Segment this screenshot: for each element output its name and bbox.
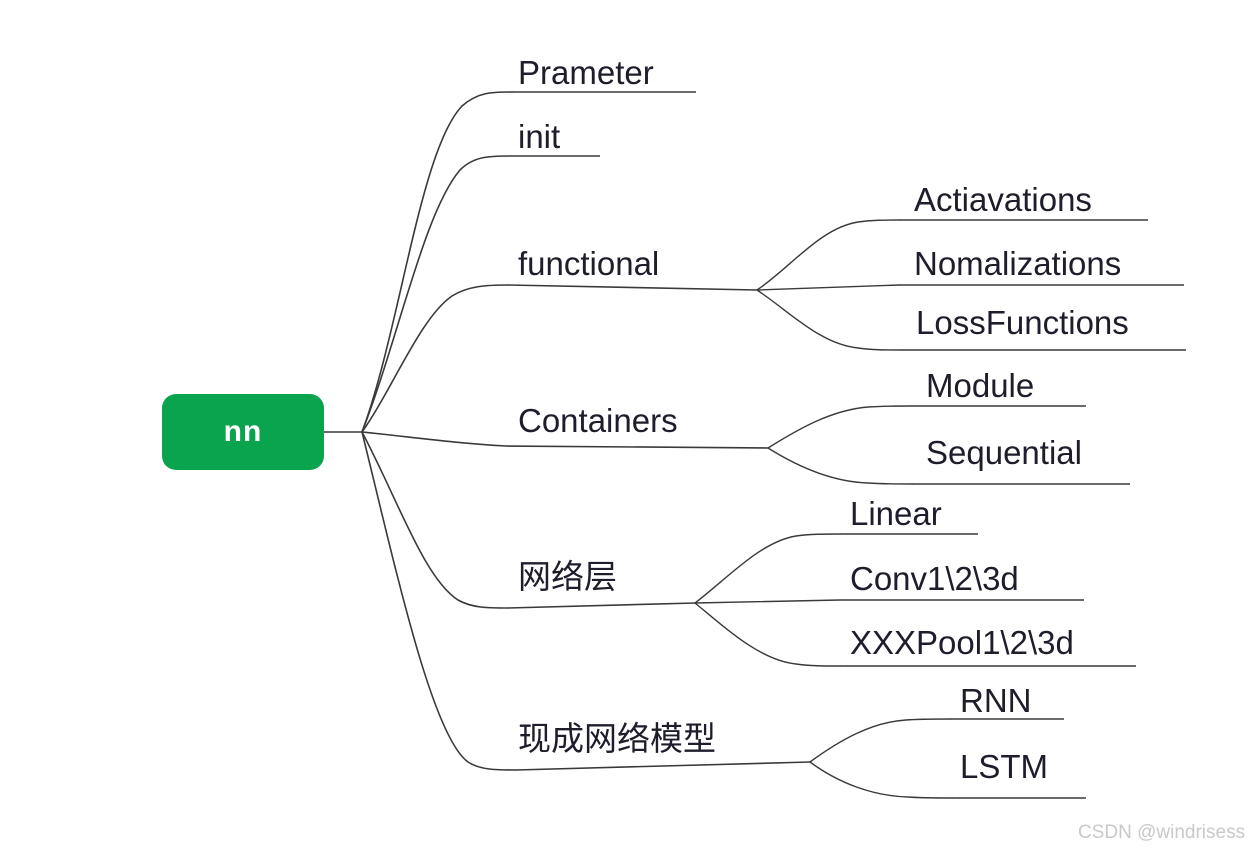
edge-network-pool [694,602,841,667]
node-conv[interactable]: Conv1\2\3d [850,560,1019,597]
node-lossfunctions[interactable]: LossFunctions [916,304,1129,341]
edge-models-lstm [809,761,953,799]
node-init[interactable]: init [518,118,561,155]
edge-models-rnn [809,718,951,763]
edge-root-containers [361,431,507,447]
node-network-layers[interactable]: 网络层 [518,558,617,595]
node-sequential[interactable]: Sequential [926,434,1082,471]
edge-network-linear [694,533,841,604]
node-actiavations[interactable]: Actiavations [914,181,1092,218]
rule-containers [505,445,769,449]
node-lstm[interactable]: LSTM [960,748,1049,785]
edge-functional-lossfunctions [756,289,903,351]
edge-root-network-layers [361,431,509,609]
root-node-nn[interactable]: nn [162,394,324,470]
node-pool[interactable]: XXXPool1\2\3d [850,624,1074,661]
rule-functional [507,284,758,291]
root-node-label: nn [223,415,263,448]
edge-root-pretrained-models [361,431,517,771]
csdn-watermark: CSDN @windrisess [1078,822,1246,843]
node-pretrained-models[interactable]: 现成网络模型 [518,720,716,757]
node-nomalizations[interactable]: Nomalizations [914,245,1122,282]
edge-functional-actiavations [756,219,901,291]
node-containers[interactable]: Containers [518,402,678,439]
edge-network-conv [694,599,841,604]
node-linear[interactable]: Linear [850,495,942,532]
edge-containers-module [767,405,911,449]
edge-root-prameter [361,91,513,433]
rule-pretrained-models [515,761,811,771]
edge-containers-sequential [767,447,913,485]
node-prameter[interactable]: Prameter [518,54,654,91]
node-module[interactable]: Module [926,367,1035,404]
rule-network-layers [507,602,696,609]
node-functional[interactable]: functional [518,245,660,282]
edge-root-functional [361,284,509,433]
edge-functional-nomalizations [756,284,901,291]
node-rnn[interactable]: RNN [960,682,1032,719]
edge-root-init [361,155,511,433]
